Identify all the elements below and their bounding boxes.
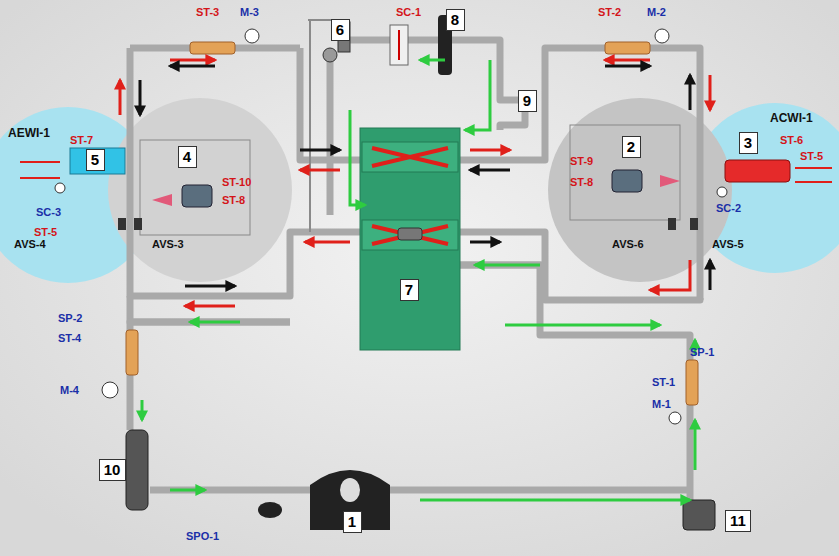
part-label: ST-8 <box>570 176 593 189</box>
callout-box: 11 <box>725 510 751 532</box>
callout-box: 7 <box>400 279 419 301</box>
part-label: ST-4 <box>58 332 81 345</box>
part-label: M-3 <box>240 6 259 19</box>
part-label: ST-7 <box>70 134 93 147</box>
part-label: AVS-3 <box>152 238 184 251</box>
part-label: SPO-1 <box>186 530 219 543</box>
callout-box: 5 <box>86 149 105 171</box>
callout-number: 9 <box>523 92 531 109</box>
callout-box: 4 <box>178 146 197 168</box>
part-label: ST-5 <box>34 226 57 239</box>
callout-box: 1 <box>343 511 362 533</box>
part-label: ST-1 <box>652 376 675 389</box>
callout-box: 8 <box>446 9 465 31</box>
part-label: ST-3 <box>196 6 219 19</box>
callout-box: 2 <box>622 136 641 158</box>
part-label: SP-2 <box>58 312 82 325</box>
part-label: ST-9 <box>570 155 593 168</box>
part-label: SC-1 <box>396 6 421 19</box>
callout-number: 5 <box>91 151 99 168</box>
callout-box: 10 <box>99 459 126 481</box>
part-label: ST-2 <box>598 6 621 19</box>
part-label: ST-6 <box>780 134 803 147</box>
callout-box: 9 <box>518 90 537 112</box>
part-label: SP-1 <box>690 346 714 359</box>
callout-number: 2 <box>627 138 635 155</box>
part-label: AVS-6 <box>612 238 644 251</box>
callout-number: 3 <box>744 134 752 151</box>
callout-number: 11 <box>730 512 746 529</box>
part-label: SC-2 <box>716 202 741 215</box>
part-label: ST-8 <box>222 194 245 207</box>
part-label: SC-3 <box>36 206 61 219</box>
part-label: ST-5 <box>800 150 823 163</box>
zone-label: ACWI-1 <box>770 112 813 125</box>
callout-box: 3 <box>739 132 758 154</box>
callout-number: 10 <box>104 461 121 478</box>
callout-box: 6 <box>331 19 350 41</box>
callout-number: 4 <box>183 148 191 165</box>
part-label: ST-10 <box>222 176 251 189</box>
part-label: M-1 <box>652 398 671 411</box>
callout-number: 6 <box>336 21 344 38</box>
callout-number: 1 <box>348 513 356 530</box>
part-label: M-2 <box>647 6 666 19</box>
zone-label: AEWI-1 <box>8 127 50 140</box>
callout-number: 8 <box>451 11 459 28</box>
callout-number: 7 <box>405 281 413 298</box>
part-label: AVS-4 <box>14 238 46 251</box>
part-label: M-4 <box>60 384 79 397</box>
part-label: AVS-5 <box>712 238 744 251</box>
